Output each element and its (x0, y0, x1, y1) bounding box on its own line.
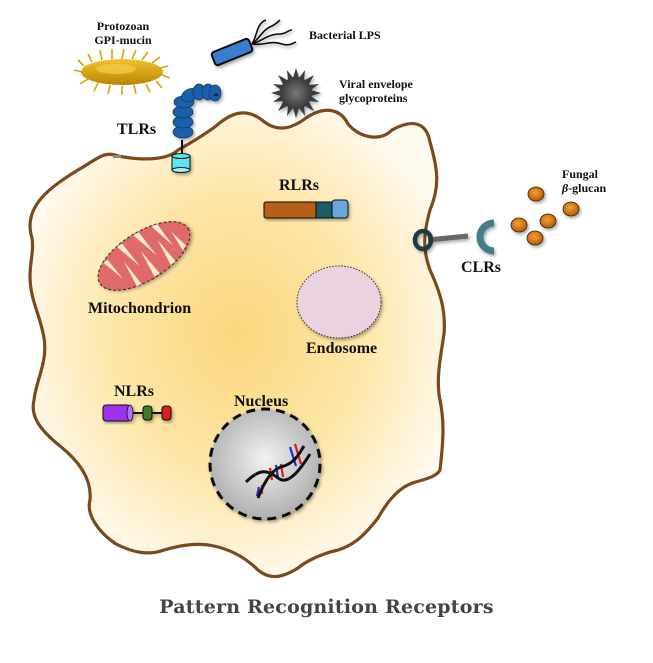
tlr-receptor (171, 83, 222, 173)
glucan-particle (526, 230, 544, 246)
fungal-label-rest: -glucan (568, 180, 607, 195)
nucleus-icon (208, 407, 322, 521)
protozoan-label-line1: Protozoan (96, 19, 150, 33)
fungal-label: Fungal β-glucan (562, 167, 607, 196)
nlr-receptor (102, 404, 172, 422)
protozoan-icon (73, 48, 171, 95)
rlr-receptor (263, 199, 349, 219)
protozoan-label: Protozoan GPI-mucin (88, 19, 158, 48)
virus-icon (271, 68, 321, 118)
dna-helix-icon (244, 443, 312, 499)
glucan-particle (510, 217, 528, 233)
nlr-label: NLRs (114, 383, 155, 400)
glucan-particle (527, 186, 545, 202)
endosome-label: Endosome (306, 340, 378, 357)
figure-title: Pattern Recognition Receptors (159, 596, 494, 618)
protozoan-label-line2: GPI-mucin (94, 32, 152, 47)
cell-membrane (28, 108, 446, 579)
endosome-icon (296, 265, 382, 339)
glucan-particle (539, 213, 557, 229)
mitochondrion-label: Mitochondrion (88, 300, 192, 317)
viral-label-line1: Viral envelope (339, 77, 413, 91)
viral-label-line2: glycoproteins (339, 90, 408, 105)
nucleus-label: Nucleus (234, 393, 289, 410)
rlr-label: RLRs (279, 177, 320, 194)
bacterium-icon (210, 19, 297, 67)
mitochondrion-icon (97, 221, 191, 291)
tlr-label: TLRs (117, 121, 157, 138)
clr-receptor (412, 219, 495, 255)
beta-symbol: β (562, 180, 569, 195)
fungal-label-line2: β-glucan (562, 180, 607, 196)
glucan-particle (562, 201, 580, 217)
fungal-label-line1: Fungal (562, 167, 599, 181)
bacterial-lps-label: Bacterial LPS (309, 28, 381, 42)
fungal-glucan-particles (510, 186, 580, 246)
membrane-gap-marker (113, 155, 121, 158)
clr-label: CLRs (461, 259, 502, 276)
viral-label: Viral envelope glycoproteins (339, 77, 413, 106)
